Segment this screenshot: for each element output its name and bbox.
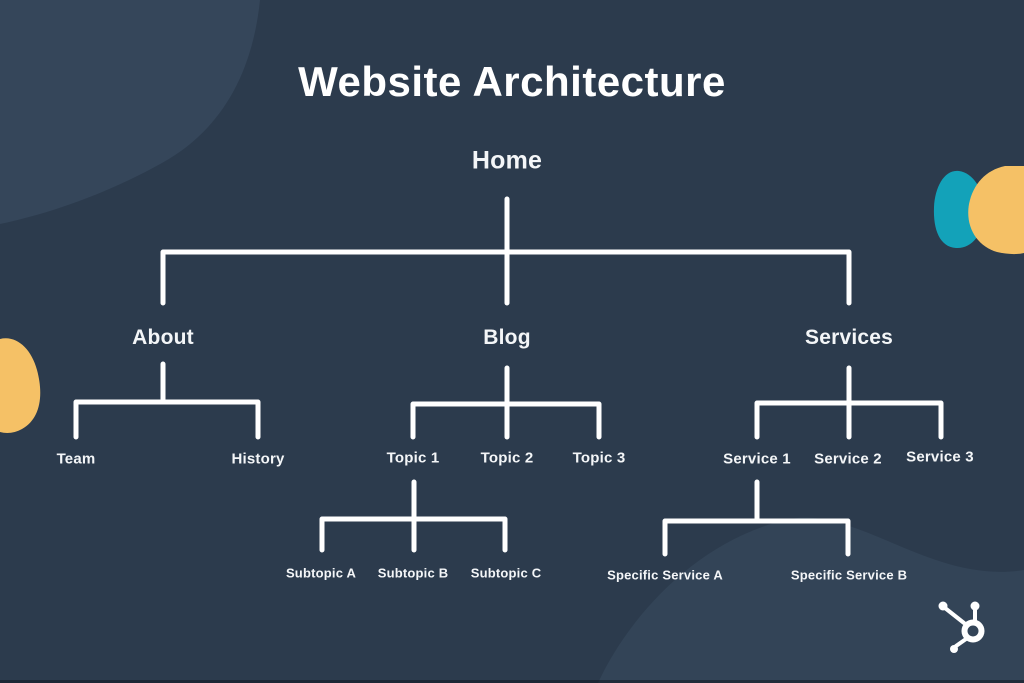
- wave-bottom-right: [598, 517, 1024, 683]
- connector-about-bar: [73, 399, 261, 440]
- blob-top-left: [0, 0, 260, 224]
- connector-blog-bar: [410, 401, 602, 440]
- node-team: Team: [56, 450, 96, 468]
- connector-topic1-bar: [319, 516, 508, 553]
- node-home: Home: [471, 146, 543, 175]
- node-topic-1: Topic 1: [386, 449, 440, 467]
- blob-right-teal: [933, 170, 984, 249]
- connector-services-bar: [754, 400, 944, 440]
- blob-left-yellow: [0, 338, 41, 433]
- sprocket-node-top-left: [938, 601, 948, 611]
- node-topic-3: Topic 3: [572, 449, 626, 467]
- sprocket-spoke-bottom-left: [954, 637, 968, 648]
- sprocket-ring: [961, 619, 985, 643]
- connector-root-bar: [160, 249, 852, 306]
- node-specific-service-b: Specific Service B: [790, 567, 908, 583]
- node-service-3: Service 3: [906, 448, 974, 466]
- node-specific-service-a: Specific Service A: [607, 567, 723, 583]
- node-history: History: [231, 450, 285, 468]
- node-service-1: Service 1: [723, 450, 791, 468]
- node-services: Services: [804, 326, 894, 349]
- bottom-edge-shadow: [0, 680, 1024, 683]
- node-subtopic-c: Subtopic C: [470, 565, 542, 581]
- blob-right-yellow: [968, 166, 1024, 255]
- node-subtopic-a: Subtopic A: [285, 565, 357, 581]
- node-service-2: Service 2: [814, 450, 882, 468]
- node-about: About: [132, 326, 194, 349]
- sprocket-spoke-top-left: [943, 606, 966, 625]
- node-topic-2: Topic 2: [480, 449, 534, 467]
- sprocket-node-top-right: [970, 601, 980, 611]
- node-blog: Blog: [483, 326, 531, 349]
- page-title: Website Architecture: [298, 58, 726, 105]
- connector-service1-bar: [662, 518, 851, 557]
- sprocket-node-bottom-left: [950, 645, 958, 653]
- node-subtopic-b: Subtopic B: [377, 565, 449, 581]
